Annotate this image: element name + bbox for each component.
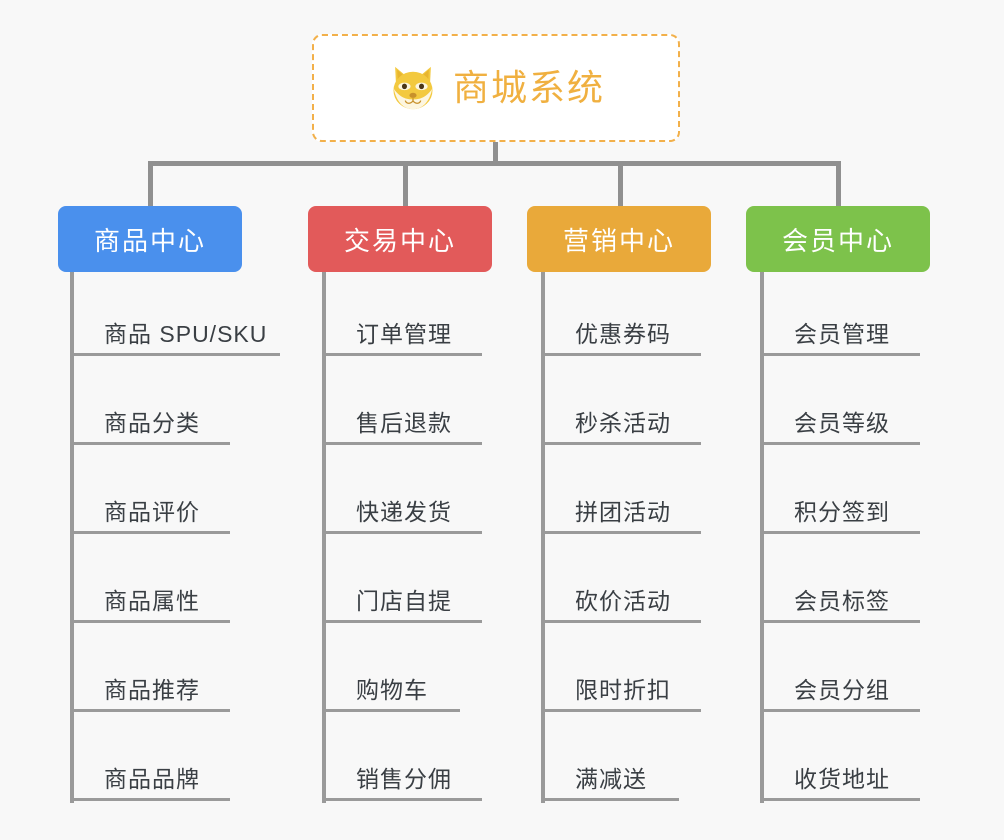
leaf-label: 商品推荐 <box>104 677 200 704</box>
leaf-label: 门店自提 <box>356 588 452 615</box>
leaf-item-product-5[interactable]: 商品推荐 <box>70 628 230 712</box>
leaf-item-member-4[interactable]: 会员标签 <box>760 539 920 623</box>
category-box-marketing[interactable]: 营销中心 <box>527 206 711 272</box>
leaf-spine-product <box>70 272 74 803</box>
leaf-item-member-6[interactable]: 收货地址 <box>760 717 920 801</box>
leaf-label: 商品分类 <box>104 410 200 437</box>
leaf-item-marketing-4[interactable]: 砍价活动 <box>541 539 701 623</box>
leaf-label: 订单管理 <box>356 321 452 348</box>
category-label-product: 商品中心 <box>93 225 206 256</box>
leaf-item-trade-1[interactable]: 订单管理 <box>322 272 482 356</box>
leaf-item-marketing-5[interactable]: 限时折扣 <box>541 628 701 712</box>
leaf-label: 秒杀活动 <box>575 410 671 437</box>
leaf-label: 快递发货 <box>356 499 452 526</box>
leaf-item-product-6[interactable]: 商品品牌 <box>70 717 230 801</box>
leaf-label: 商品品牌 <box>104 766 200 793</box>
leaf-label: 限时折扣 <box>575 677 671 704</box>
leaf-item-product-4[interactable]: 商品属性 <box>70 539 230 623</box>
leaf-label: 拼团活动 <box>575 499 671 526</box>
leaf-label: 购物车 <box>356 677 428 704</box>
leaf-label: 会员管理 <box>794 321 890 348</box>
connector-stub <box>493 142 498 163</box>
leaf-item-marketing-1[interactable]: 优惠券码 <box>541 272 701 356</box>
leaf-label: 商品评价 <box>104 499 200 526</box>
connector-drop-2 <box>403 161 408 206</box>
leaf-label: 商品 SPU/SKU <box>104 321 268 348</box>
leaf-label: 会员等级 <box>794 410 890 437</box>
leaf-item-trade-5[interactable]: 购物车 <box>322 628 460 712</box>
leaf-item-member-3[interactable]: 积分签到 <box>760 450 920 534</box>
leaf-item-product-3[interactable]: 商品评价 <box>70 450 230 534</box>
leaf-label: 会员标签 <box>794 588 890 615</box>
category-label-trade: 交易中心 <box>343 225 456 256</box>
leaf-item-member-2[interactable]: 会员等级 <box>760 361 920 445</box>
leaf-label: 砍价活动 <box>575 588 671 615</box>
leaf-label: 会员分组 <box>794 677 890 704</box>
leaf-item-member-1[interactable]: 会员管理 <box>760 272 920 356</box>
leaf-label: 积分签到 <box>794 499 890 526</box>
root-title: 商城系统 <box>452 67 605 108</box>
connector-horizontal-bar <box>148 161 840 166</box>
leaf-label: 满减送 <box>575 766 647 793</box>
leaf-item-trade-2[interactable]: 售后退款 <box>322 361 482 445</box>
category-label-member: 会员中心 <box>781 225 894 256</box>
category-box-product[interactable]: 商品中心 <box>58 206 242 272</box>
leaf-spine-trade <box>322 272 326 803</box>
leaf-item-trade-3[interactable]: 快递发货 <box>322 450 482 534</box>
leaf-label: 收货地址 <box>794 766 890 793</box>
leaf-label: 售后退款 <box>356 410 452 437</box>
connector-drop-1 <box>148 161 153 206</box>
category-box-trade[interactable]: 交易中心 <box>308 206 492 272</box>
root-node[interactable]: 商城系统 <box>312 34 680 142</box>
leaf-label: 商品属性 <box>104 588 200 615</box>
leaf-item-marketing-6[interactable]: 满减送 <box>541 717 679 801</box>
leaf-item-member-5[interactable]: 会员分组 <box>760 628 920 712</box>
leaf-spine-member <box>760 272 764 803</box>
leaf-label: 优惠券码 <box>575 321 671 348</box>
leaf-item-product-1[interactable]: 商品 SPU/SKU <box>70 272 280 356</box>
leaf-spine-marketing <box>541 272 545 803</box>
leaf-item-marketing-2[interactable]: 秒杀活动 <box>541 361 701 445</box>
leaf-label: 销售分佣 <box>356 766 452 793</box>
category-label-marketing: 营销中心 <box>562 225 675 256</box>
shiba-dog-face-icon <box>387 62 439 114</box>
leaf-item-trade-4[interactable]: 门店自提 <box>322 539 482 623</box>
leaf-item-product-2[interactable]: 商品分类 <box>70 361 230 445</box>
connector-drop-4 <box>836 161 841 206</box>
leaf-item-trade-6[interactable]: 销售分佣 <box>322 717 482 801</box>
leaf-item-marketing-3[interactable]: 拼团活动 <box>541 450 701 534</box>
category-box-member[interactable]: 会员中心 <box>746 206 930 272</box>
connector-drop-3 <box>618 161 623 206</box>
